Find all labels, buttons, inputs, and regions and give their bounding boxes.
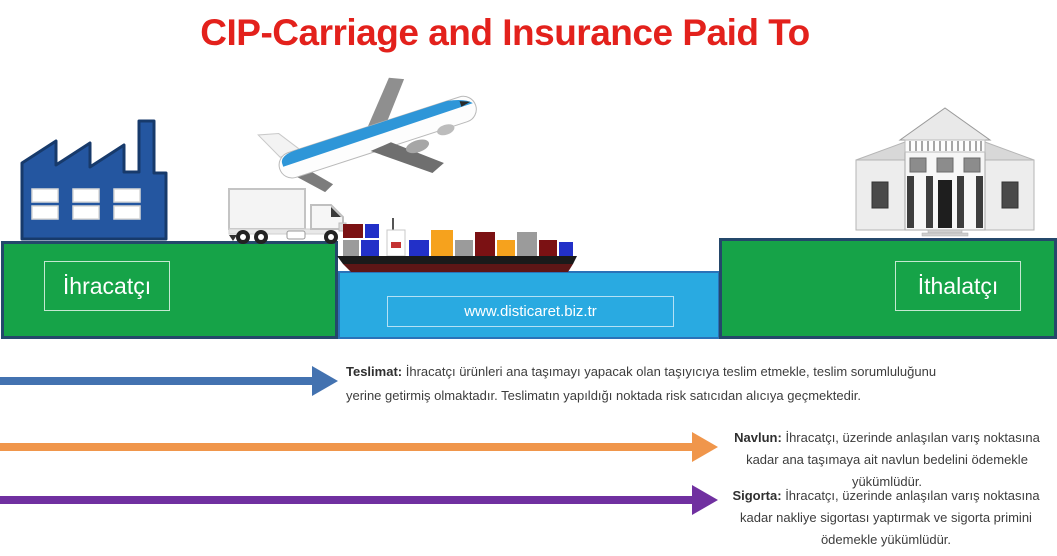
website-label-box: www.disticaret.biz.tr <box>387 296 674 327</box>
container-ship-icon <box>337 218 577 272</box>
airplane-icon <box>257 77 477 193</box>
importer-platform <box>719 238 1057 339</box>
insurance-note: Sigorta: İhracatçı, üzerinde anlaşılan v… <box>720 485 1052 551</box>
sea-area <box>338 271 720 339</box>
importer-label-box: İthalatçı <box>895 261 1021 311</box>
page-title: CIP-Carriage and Insurance Paid To <box>200 12 810 53</box>
insurance-note-label: Sigorta: <box>732 488 782 503</box>
importer-label: İthalatçı <box>917 273 999 299</box>
freight-note-text: İhracatçı, üzerinde anlaşılan varış nokt… <box>746 430 1040 489</box>
exporter-label-box: İhracatçı <box>44 261 170 311</box>
freight-arrow-head <box>692 432 718 462</box>
insurance-note-text: İhracatçı, üzerinde anlaşılan varış nokt… <box>740 488 1040 547</box>
freight-note: Navlun: İhracatçı, üzerinde anlaşılan va… <box>724 427 1050 493</box>
delivery-note-label: Teslimat: <box>346 364 403 379</box>
government-building-icon <box>855 107 1035 237</box>
delivery-arrow <box>0 377 312 385</box>
truck-icon <box>228 188 347 244</box>
insurance-arrow-head <box>692 485 718 515</box>
delivery-note-text: İhracatçı ürünleri ana taşımayı yapacak … <box>346 364 937 403</box>
website-label: www.disticaret.biz.tr <box>464 303 597 320</box>
freight-arrow <box>0 443 692 451</box>
delivery-note: Teslimat: İhracatçı ürünleri ana taşımay… <box>346 360 961 408</box>
delivery-arrow-head <box>312 366 338 396</box>
exporter-label: İhracatçı <box>62 273 152 299</box>
freight-note-label: Navlun: <box>734 430 782 445</box>
insurance-arrow <box>0 496 692 504</box>
factory-icon <box>20 119 168 241</box>
